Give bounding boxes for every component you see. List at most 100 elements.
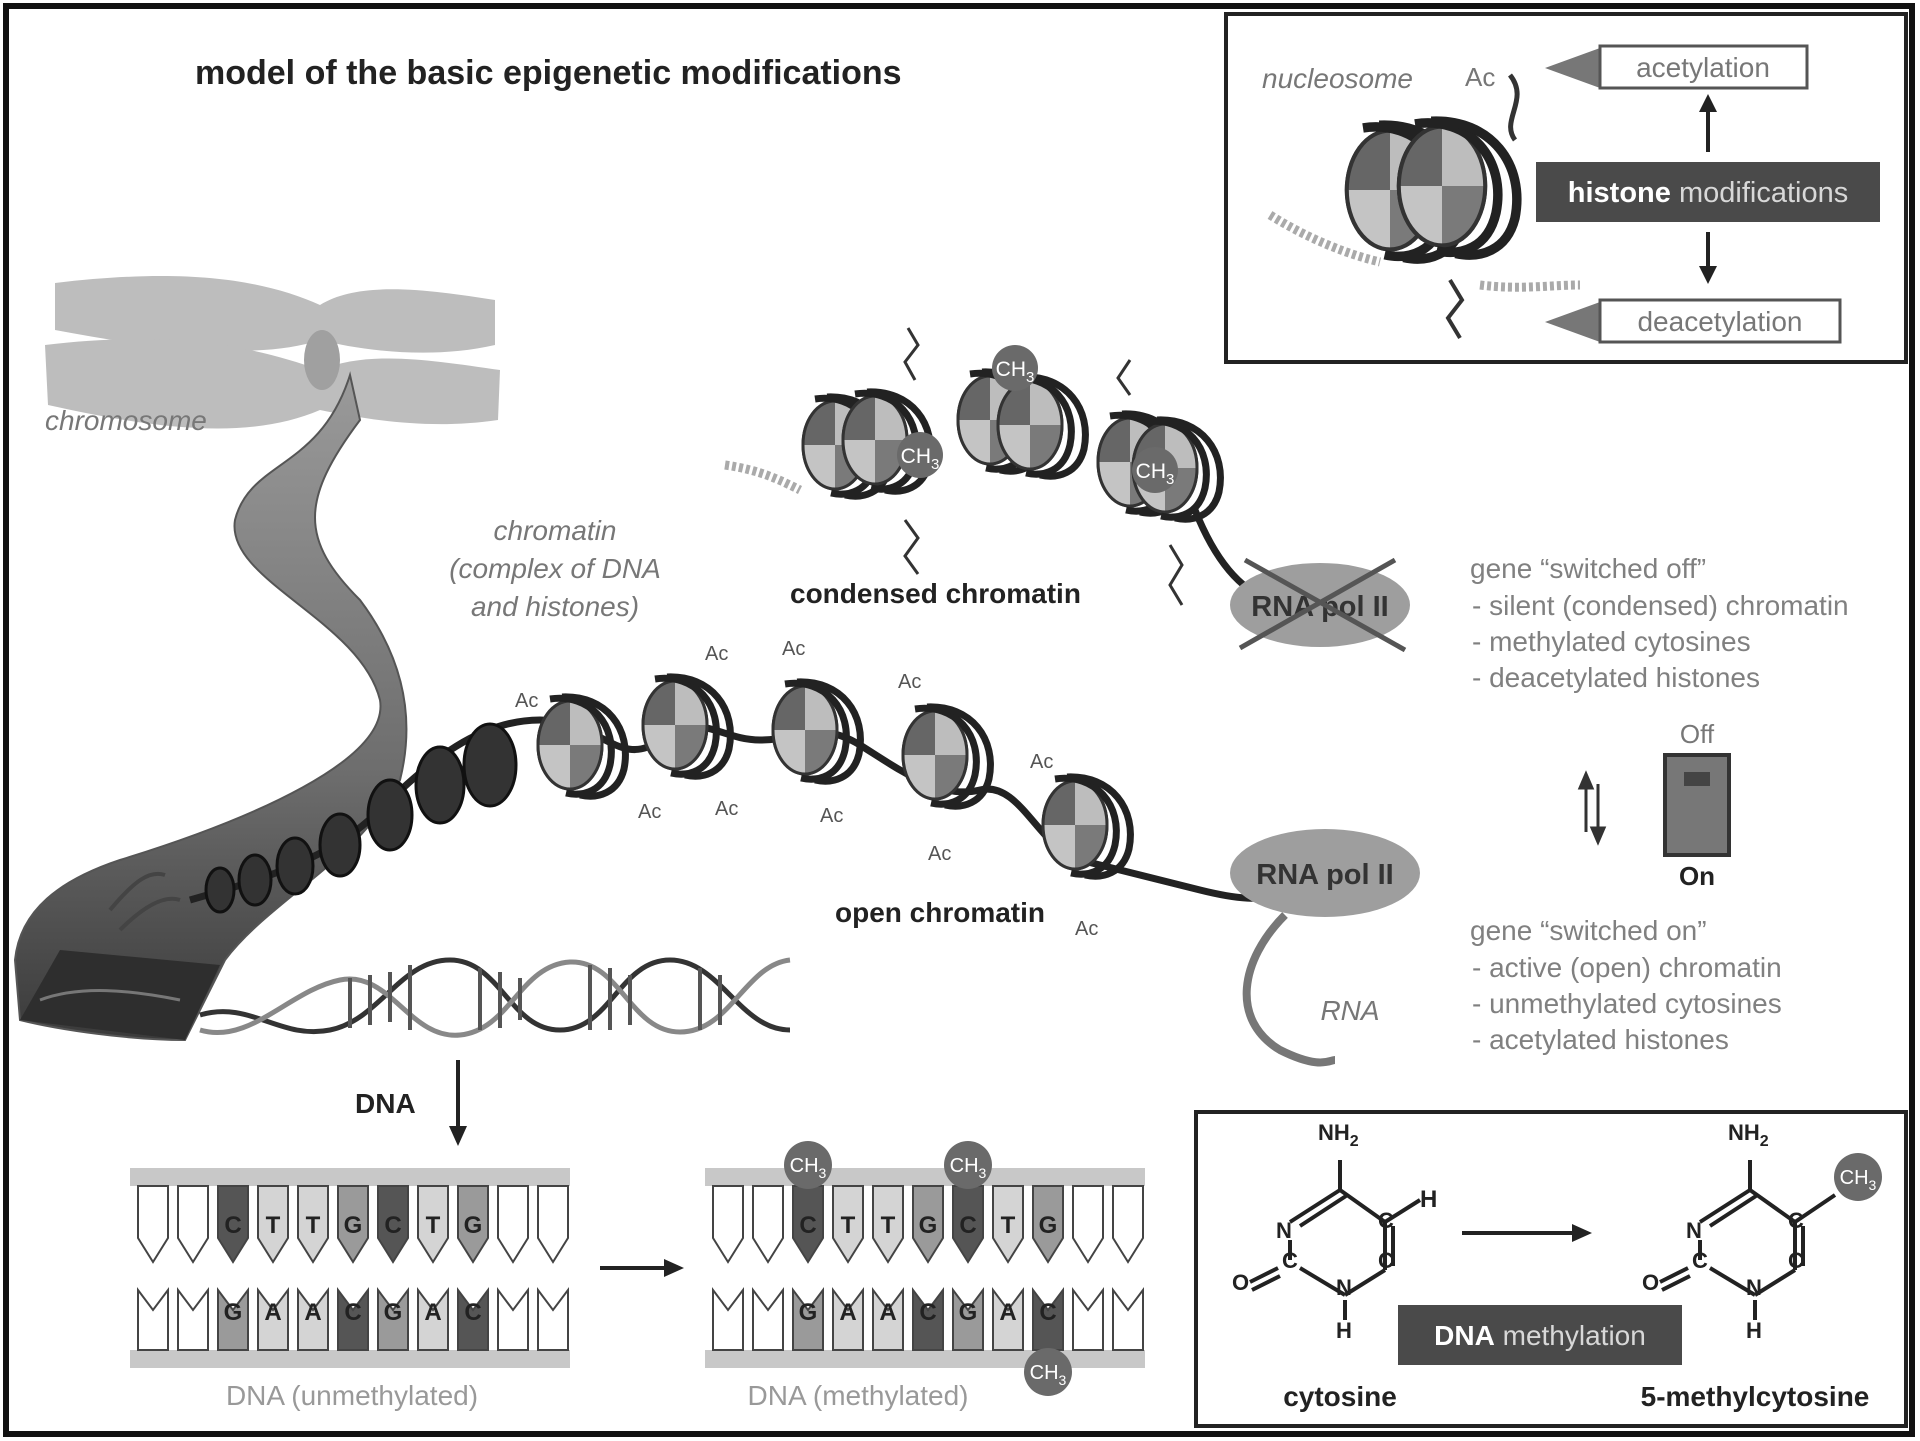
ch3-ball-icon: [1834, 1153, 1882, 1201]
rna-label: RNA: [1320, 995, 1379, 1026]
base-bottom: [792, 1287, 824, 1351]
base-letter: G: [959, 1299, 978, 1326]
svg-text:CH3: CH3: [901, 445, 940, 473]
chromatin-label-line1: chromatin: [494, 515, 617, 546]
base-letter: G: [919, 1212, 938, 1239]
svg-text:CH3: CH3: [950, 1155, 987, 1181]
base-letter: C: [959, 1212, 976, 1239]
base-bottom: [912, 1287, 944, 1351]
histone-modifications-badge: [1536, 162, 1880, 222]
methylcytosine-structure: [1659, 1160, 1837, 1320]
switch-icon: [1663, 753, 1731, 857]
base-top: [832, 1185, 864, 1264]
base-blank: [1072, 1287, 1104, 1351]
outer-frame: [3, 3, 1915, 1437]
svg-text:CH3: CH3: [1840, 1167, 1877, 1193]
svg-text:histone modifications: histone modifications: [1568, 177, 1848, 209]
page-title: model of the basic epigenetic modificati…: [195, 54, 902, 92]
base-top: [377, 1185, 409, 1264]
base-top: [417, 1185, 449, 1264]
atom-c: C: [1282, 1248, 1298, 1273]
base-letter: C: [1039, 1299, 1056, 1326]
atom-c: C: [1788, 1208, 1804, 1233]
base-letter: C: [384, 1212, 401, 1239]
dna-helix: [108, 871, 791, 1038]
nh2-label: NH: [1318, 1120, 1350, 1145]
down-arrow-icon: [1699, 266, 1717, 284]
svg-text:NH2: NH2: [1728, 1120, 1769, 1150]
dna-methylation-panel: NH2 N C H C C O N H cytosine: [1194, 1110, 1908, 1428]
on-off-switch: Off On: [1577, 719, 1731, 891]
base-top: [217, 1185, 249, 1264]
base-bottom: [257, 1287, 289, 1351]
atom-c: C: [1788, 1248, 1804, 1273]
base-blank: [497, 1287, 529, 1351]
base-bottom: [1032, 1287, 1064, 1351]
rna-pol-label: RNA pol II: [1251, 591, 1388, 623]
methylcytosine-label: 5-methylcytosine: [1641, 1381, 1870, 1412]
gene-on-item: - active (open) chromatin: [1472, 952, 1782, 983]
dna-methylated-label: DNA (methylated): [748, 1380, 969, 1411]
base-bottom: [952, 1287, 984, 1351]
base-letter: T: [841, 1212, 856, 1239]
svg-text:CH3: CH3: [996, 358, 1035, 386]
base-bottom: [872, 1287, 904, 1351]
atom-h: H: [1420, 1186, 1437, 1213]
base-letter: A: [839, 1299, 856, 1326]
base-blank: [752, 1287, 784, 1351]
acetylation-label: acetylation: [1636, 52, 1770, 83]
dna-methylation-badge: [1398, 1305, 1682, 1365]
gene-on-item: - unmethylated cytosines: [1472, 988, 1782, 1019]
ch3-ball-icon: [1024, 1348, 1072, 1396]
condensed-chromatin: CH3 CH3 CH3 condensed chromatin: [724, 327, 1272, 609]
gene-off-item: - silent (condensed) chromatin: [1472, 590, 1849, 621]
ac-label: Ac: [1465, 62, 1495, 92]
toggle-arrows-icon: [1577, 770, 1607, 846]
base-letter: T: [266, 1212, 281, 1239]
svg-text:CH3: CH3: [1136, 460, 1175, 488]
ch3-label: CH: [996, 358, 1026, 381]
up-arrow-icon: [1699, 94, 1717, 112]
base-letter: A: [264, 1299, 281, 1326]
base-blank: [177, 1185, 209, 1264]
base-letter: G: [799, 1299, 818, 1326]
histone-modifications-panel: nucleosome Ac acetylation histone modifi…: [1224, 12, 1908, 364]
base-letter: T: [426, 1212, 441, 1239]
rna-pol-active: RNA pol II RNA: [1230, 829, 1420, 1067]
gene-on-item: - acetylated histones: [1472, 1024, 1729, 1055]
base-bottom: [992, 1287, 1024, 1351]
ac-tag: Ac: [782, 638, 805, 660]
base-blank: [712, 1287, 744, 1351]
base-letter: A: [304, 1299, 321, 1326]
chromosome-label: chromosome: [45, 405, 207, 436]
chromatin-label-line2: (complex of DNA: [449, 553, 661, 584]
base-letter: C: [799, 1212, 816, 1239]
base-bottom: [832, 1287, 864, 1351]
svg-text:CH3: CH3: [790, 1155, 827, 1181]
atom-o: O: [1642, 1270, 1659, 1295]
down-arrow-icon: [449, 1126, 467, 1146]
base-top: [257, 1185, 289, 1264]
base-bottom: [417, 1287, 449, 1351]
base-letter: A: [879, 1299, 896, 1326]
rna-pol-blocked: RNA pol II: [1230, 557, 1410, 653]
base-top: [457, 1185, 489, 1264]
ch3-label: CH: [950, 1155, 979, 1177]
ch3-label: CH: [901, 445, 931, 468]
ch3-label: CH: [1136, 460, 1166, 483]
ch3-ball-icon: [784, 1141, 832, 1189]
cross-icon: [1243, 557, 1407, 653]
base-blank: [497, 1185, 529, 1264]
switch-on-label: On: [1679, 861, 1715, 891]
chromatin-ribbon: [13, 371, 408, 1042]
base-blank: [752, 1185, 784, 1264]
base-letter: A: [999, 1299, 1016, 1326]
ac-tag: Ac: [1030, 751, 1053, 773]
svg-text:NH2: NH2: [1318, 1120, 1359, 1150]
gene-off-item: - deacetylated histones: [1472, 662, 1760, 693]
base-letter: G: [344, 1212, 363, 1239]
atom-h: H: [1746, 1318, 1762, 1343]
